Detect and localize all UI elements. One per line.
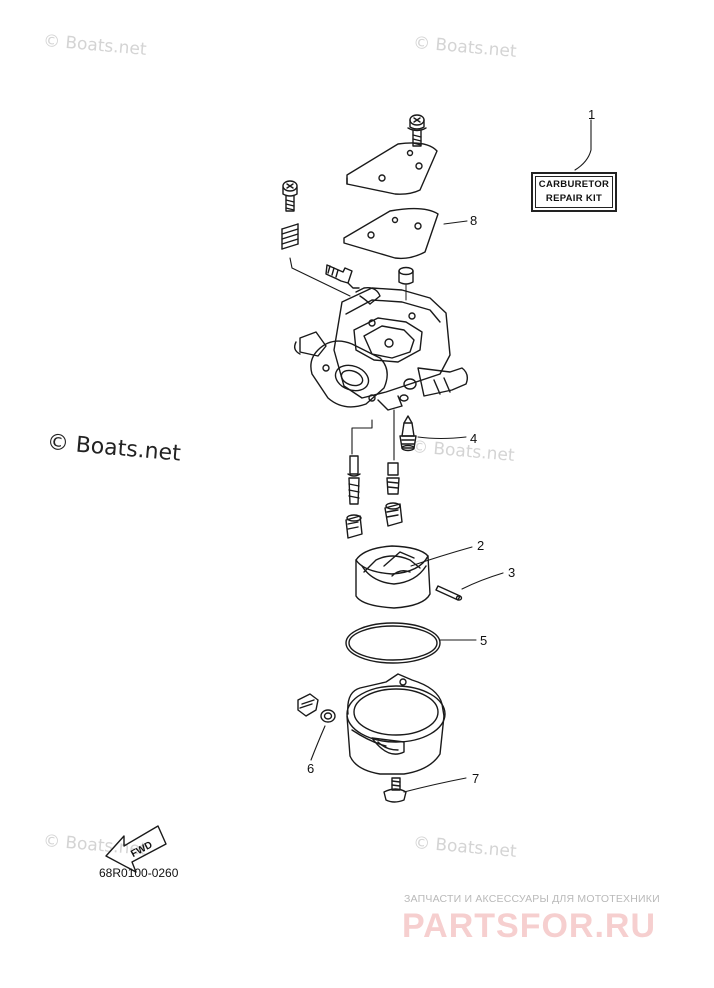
float-2 — [355, 545, 431, 609]
washer-6 — [320, 709, 336, 723]
o-ring-5 — [345, 622, 441, 664]
banner-subtitle: ЗАПЧАСТИ И АКСЕССУАРЫ ДЛЯ МОТОТЕХНИКИ — [404, 893, 660, 905]
gasket-8 — [343, 207, 439, 260]
callout-1: 1 — [588, 107, 596, 122]
callout-3: 3 — [508, 565, 516, 580]
callout-2: 2 — [477, 538, 485, 553]
pilot-screw — [282, 180, 298, 212]
callout-4: 4 — [470, 431, 478, 446]
plug-cap — [398, 266, 414, 301]
callout-5: 5 — [480, 633, 488, 648]
fwd-arrow-icon — [105, 825, 167, 873]
leader-7 — [403, 777, 467, 793]
pilot-screw-guide — [289, 257, 351, 297]
callout-6: 6 — [307, 761, 315, 776]
pilot-jet-plug — [384, 502, 403, 527]
leader-8 — [443, 220, 468, 225]
pilot-jet — [386, 462, 400, 495]
diagram-code: 68R0100-0260 — [99, 866, 179, 880]
throttle-stop-screw — [325, 264, 360, 289]
cover-plate — [346, 142, 438, 195]
leader-2 — [410, 546, 473, 567]
main-nozzle — [347, 455, 361, 505]
pilot-spring — [281, 223, 299, 250]
needle-valve — [399, 415, 417, 452]
banner-logo: PARTSFOR.RU — [402, 907, 657, 945]
kit-line-2: REPAIR KIT — [545, 193, 603, 204]
float-pin-3 — [435, 585, 463, 601]
kit-box-inner-border — [535, 176, 613, 208]
top-screw — [407, 114, 427, 147]
jet-guide-lines — [351, 409, 395, 461]
float-chamber — [346, 673, 446, 775]
leader-4 — [417, 436, 467, 440]
carburetor-body — [293, 286, 469, 411]
leader-6 — [310, 725, 326, 761]
leader-1 — [574, 119, 592, 171]
kit-line-1: CARBURETOR — [538, 179, 610, 190]
main-jet — [345, 514, 363, 539]
leader-3 — [461, 572, 504, 590]
callout-7: 7 — [472, 771, 480, 786]
callout-8: 8 — [470, 213, 478, 228]
chamber-screw-7 — [383, 777, 407, 803]
carburetor-repair-kit-label: CARBURETOR REPAIR KIT — [531, 172, 617, 212]
drain-screw — [297, 693, 319, 717]
